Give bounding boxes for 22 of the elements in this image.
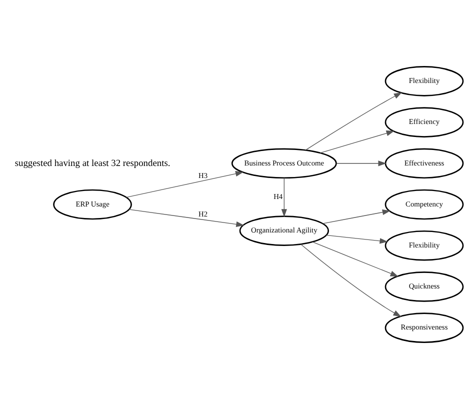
- label: suggested having at least 32 respondents.: [14, 158, 170, 168]
- node-ellipse: Flexibility: [384, 230, 464, 260]
- arrow: [336, 160, 386, 166]
- arrow: [322, 208, 391, 224]
- arrow: [300, 243, 402, 316]
- arrow: [320, 130, 394, 153]
- node-ellipse: ERP Usage: [53, 188, 132, 220]
- arrow: [128, 208, 244, 227]
- arrow: [312, 241, 398, 276]
- arrow: [281, 177, 287, 217]
- node-ellipse: Flexibility: [384, 66, 464, 96]
- arrow: [126, 170, 244, 198]
- edge-label: H2: [198, 208, 208, 218]
- arrow: [326, 234, 388, 244]
- node-ellipse: Effectiveness: [384, 148, 464, 178]
- node-ellipse: Business Process Outcome: [231, 148, 337, 178]
- node-ellipse: Competency: [384, 188, 464, 220]
- arrow: [305, 92, 402, 150]
- edge-label: H4: [274, 191, 283, 200]
- edge-label: H3: [198, 170, 208, 180]
- node-ellipse: Organizational Agility: [239, 215, 329, 246]
- node-ellipse: Responsiveness: [384, 312, 464, 342]
